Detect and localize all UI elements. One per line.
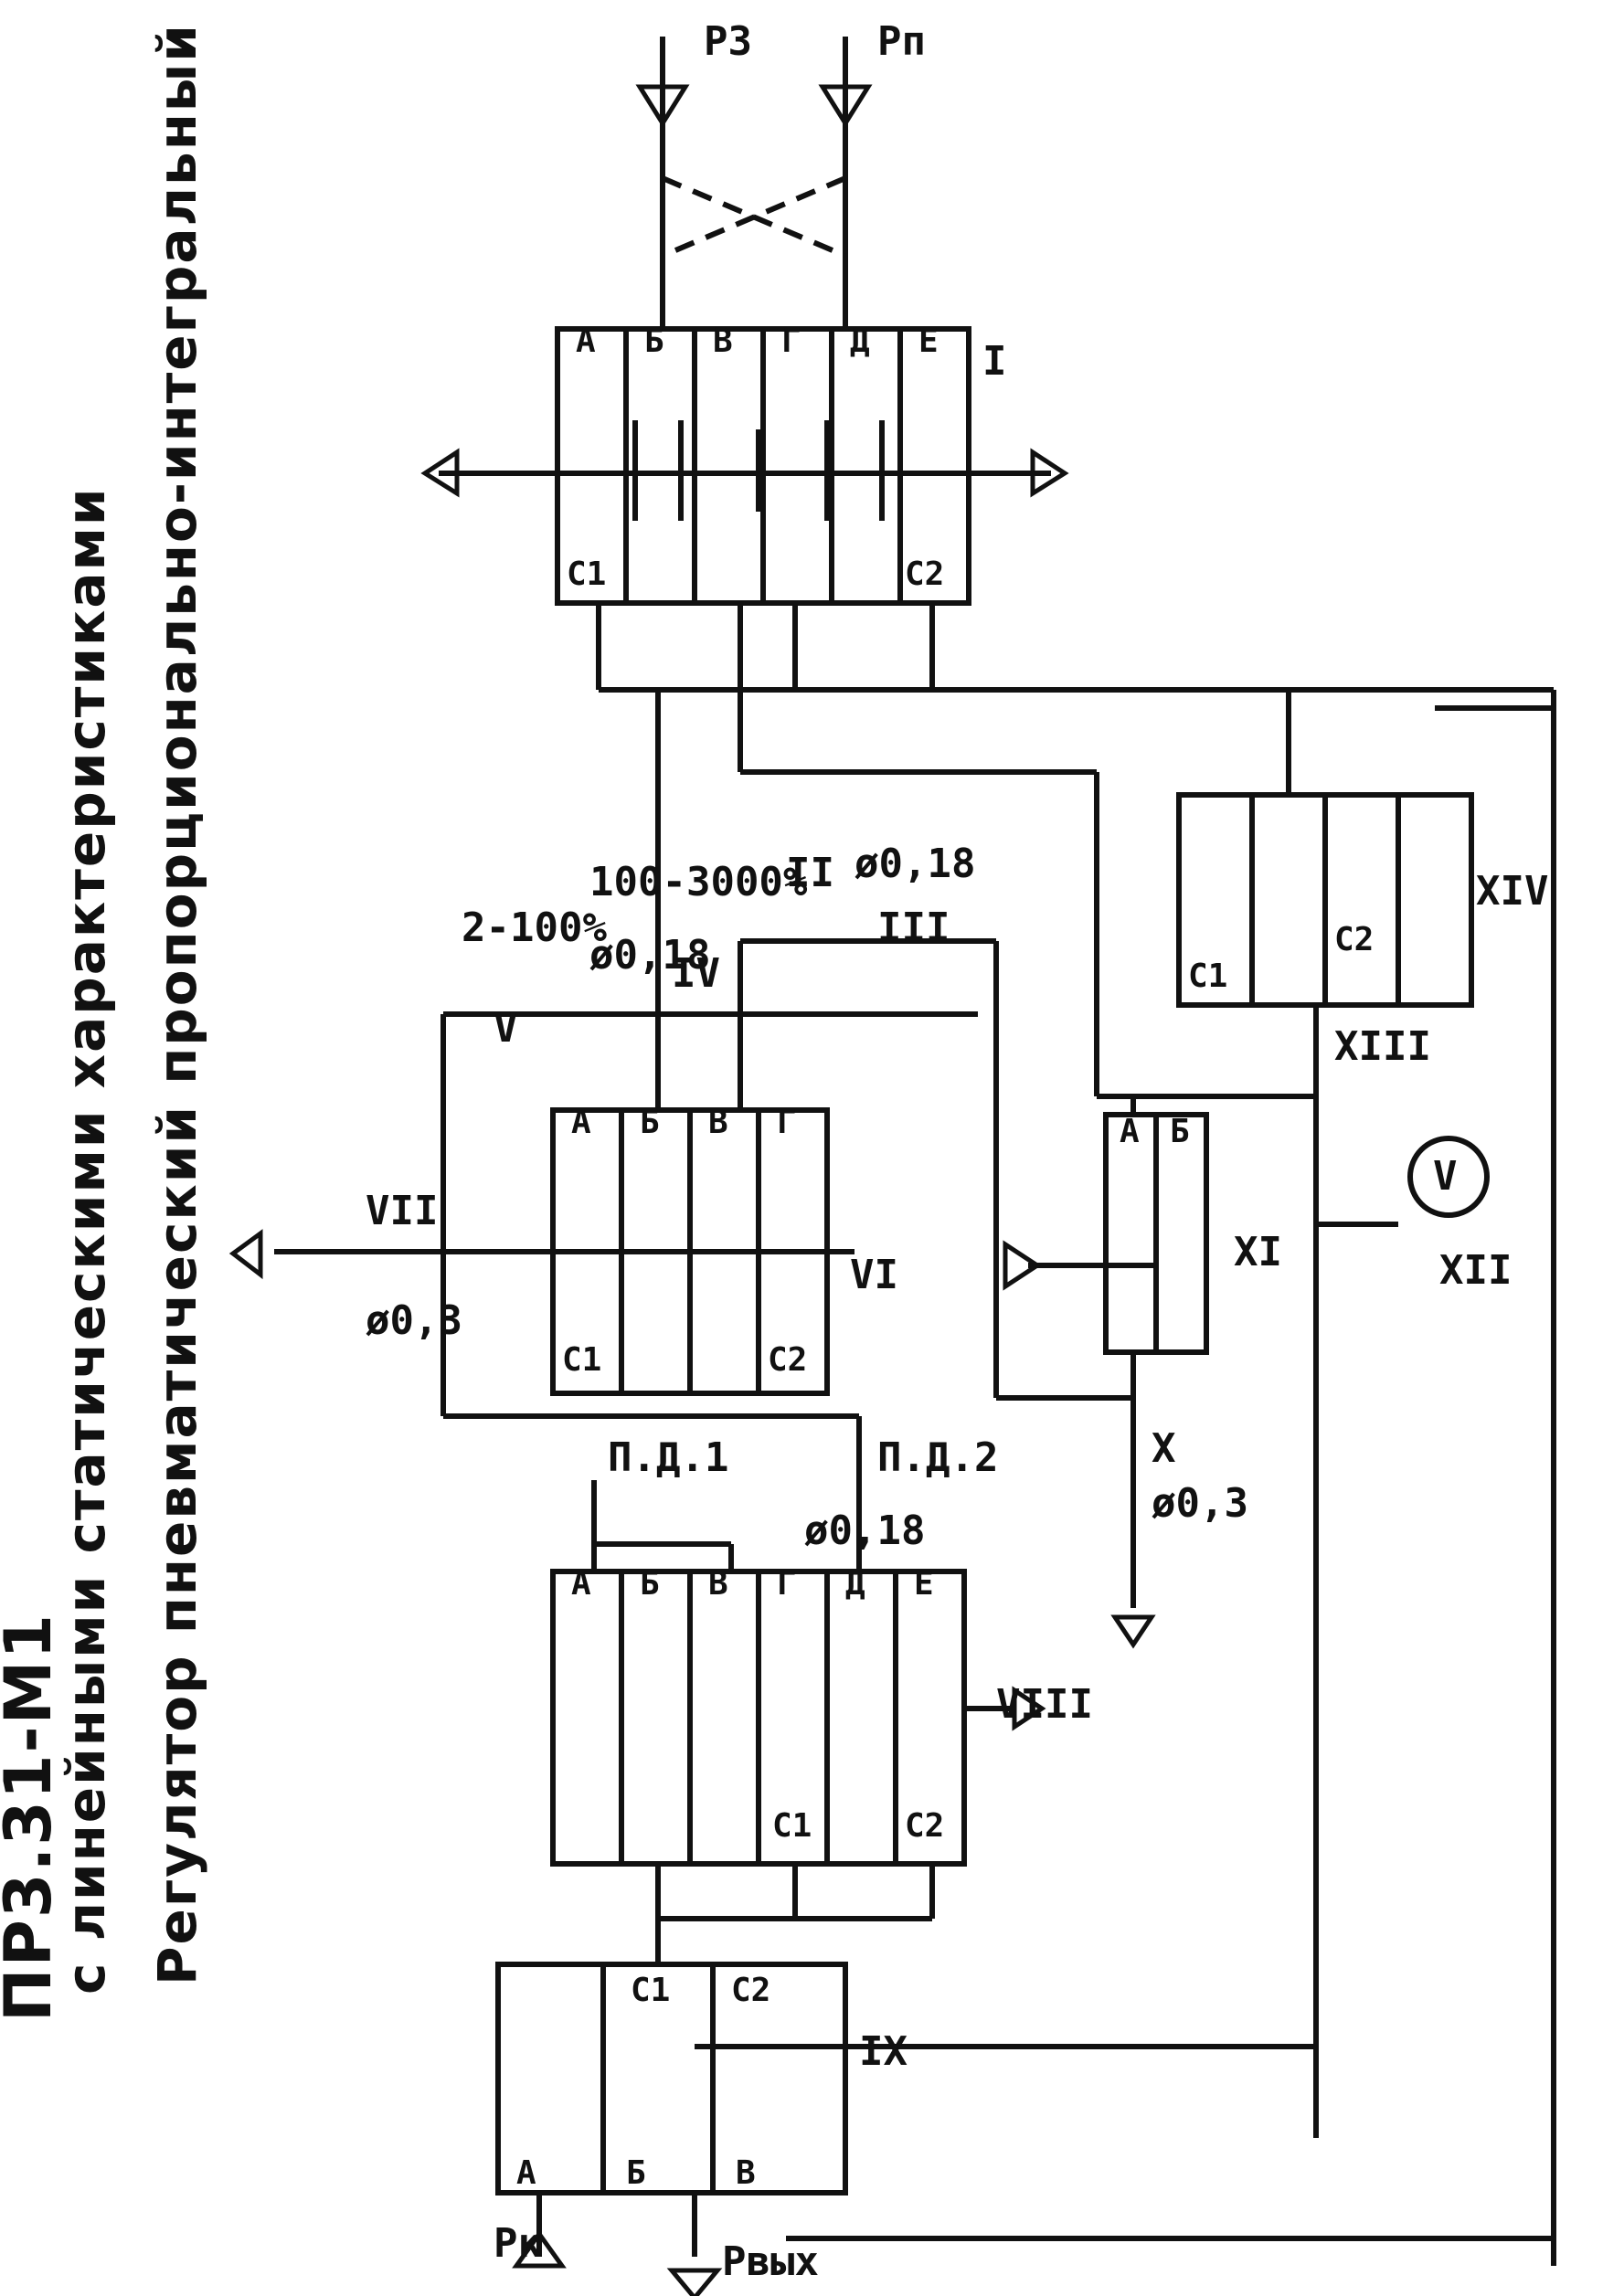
supply-arrow xyxy=(1012,1686,1046,1731)
chamber-label: Б xyxy=(644,323,664,360)
input-arrow-p3 xyxy=(635,84,690,128)
block-I-label: I xyxy=(982,338,1007,385)
restrictor-XIII-label: XIII xyxy=(1334,1023,1431,1070)
port-pk-label: Рк xyxy=(494,2220,542,2267)
chamber-label: Б xyxy=(1170,1113,1190,1150)
restrictor-II-value: 100-3000% xyxy=(589,859,808,905)
supply-arrow xyxy=(1003,1240,1042,1291)
chamber-label: Г xyxy=(777,1565,797,1603)
capacitance-label: С2 xyxy=(768,1341,807,1379)
block-VIII-label: VIII xyxy=(996,1681,1093,1728)
restrictor-VII-label: VII xyxy=(366,1188,438,1234)
restrictor-III-label: III xyxy=(877,905,950,951)
capacitance-label: С1 xyxy=(567,555,606,593)
capacitance-label: С2 xyxy=(731,1972,770,2009)
restrictor-IV-label: IV xyxy=(672,950,720,997)
chamber-label: В xyxy=(708,1565,728,1603)
capacitance-label: С1 xyxy=(631,1972,670,2009)
gauge-XII-label: XII xyxy=(1439,1247,1512,1294)
restrictor-X-value: ø0,3 xyxy=(1152,1480,1248,1527)
chamber-label: А xyxy=(516,2154,536,2192)
title-line-3: ПР3.31-М1 xyxy=(0,1612,66,2022)
chamber-label: Г xyxy=(777,1104,797,1141)
output-arrow xyxy=(666,2268,723,2296)
chamber-label: Б xyxy=(626,2154,646,2192)
restrictor-V-label: V xyxy=(494,1005,518,1052)
gauge-XII xyxy=(1407,1136,1490,1218)
chamber-label: Г xyxy=(781,323,801,360)
chamber-label: А xyxy=(571,1565,591,1603)
exhaust-arrow xyxy=(420,448,460,498)
chamber-label: А xyxy=(571,1104,591,1141)
restrictor-V-value: 2-100% xyxy=(462,905,607,951)
chamber-label: А xyxy=(576,323,596,360)
capacitance-label: С1 xyxy=(562,1341,601,1379)
restrictor-IV-value: ø0,18 xyxy=(589,932,710,979)
chamber-label: В xyxy=(713,323,733,360)
block-XIV-label: XIV xyxy=(1476,868,1548,915)
port-pout-label: Рвых xyxy=(722,2238,819,2285)
chamber-label: Б xyxy=(640,1104,660,1141)
input-arrow-pn xyxy=(818,84,873,128)
restrictor-pd2-value: ø0,18 xyxy=(804,1508,925,1554)
exhaust-arrow xyxy=(228,1229,263,1280)
chamber-label: Б xyxy=(640,1565,660,1603)
block-IX-label: IX xyxy=(859,2028,908,2075)
capacitance-label: С2 xyxy=(905,555,944,593)
port-p3-label: Р3 xyxy=(704,18,752,65)
restrictor-VII-value: ø0,3 xyxy=(366,1297,462,1344)
capacitance-label: С2 xyxy=(905,1807,944,1845)
chamber-label: В xyxy=(708,1104,728,1141)
chamber-label: В xyxy=(736,2154,756,2192)
restrictor-II-label: II xyxy=(786,850,834,896)
chamber-label: Е xyxy=(914,1565,934,1603)
block-XI-label: XI xyxy=(1234,1229,1282,1275)
title-line-1: Регулятор пневматический пропорционально… xyxy=(146,23,208,1985)
supply-arrow xyxy=(1030,448,1069,498)
restrictor-pd1-label: П.Д.1 xyxy=(608,1434,728,1481)
restrictor-X-label: X xyxy=(1152,1425,1176,1472)
capacitance-label: С1 xyxy=(772,1807,812,1845)
gauge-symbol: V xyxy=(1433,1153,1458,1200)
input-arrow-pk xyxy=(512,2229,567,2269)
restrictor-III-value: ø0,18 xyxy=(854,841,975,887)
chamber-label: А xyxy=(1120,1113,1140,1150)
chamber-label: Д xyxy=(850,323,870,360)
chamber-label: Д xyxy=(845,1565,865,1603)
block-IX xyxy=(495,1962,848,2195)
capacitance-label: С2 xyxy=(1334,921,1374,958)
exhaust-arrow xyxy=(1110,1614,1156,1649)
port-pn-label: Рп xyxy=(877,18,926,65)
block-VI-label: VI xyxy=(850,1252,898,1298)
restrictor-pd2-label: П.Д.2 xyxy=(877,1434,998,1481)
capacitance-label: С1 xyxy=(1188,958,1227,995)
chamber-label: Е xyxy=(918,323,939,360)
